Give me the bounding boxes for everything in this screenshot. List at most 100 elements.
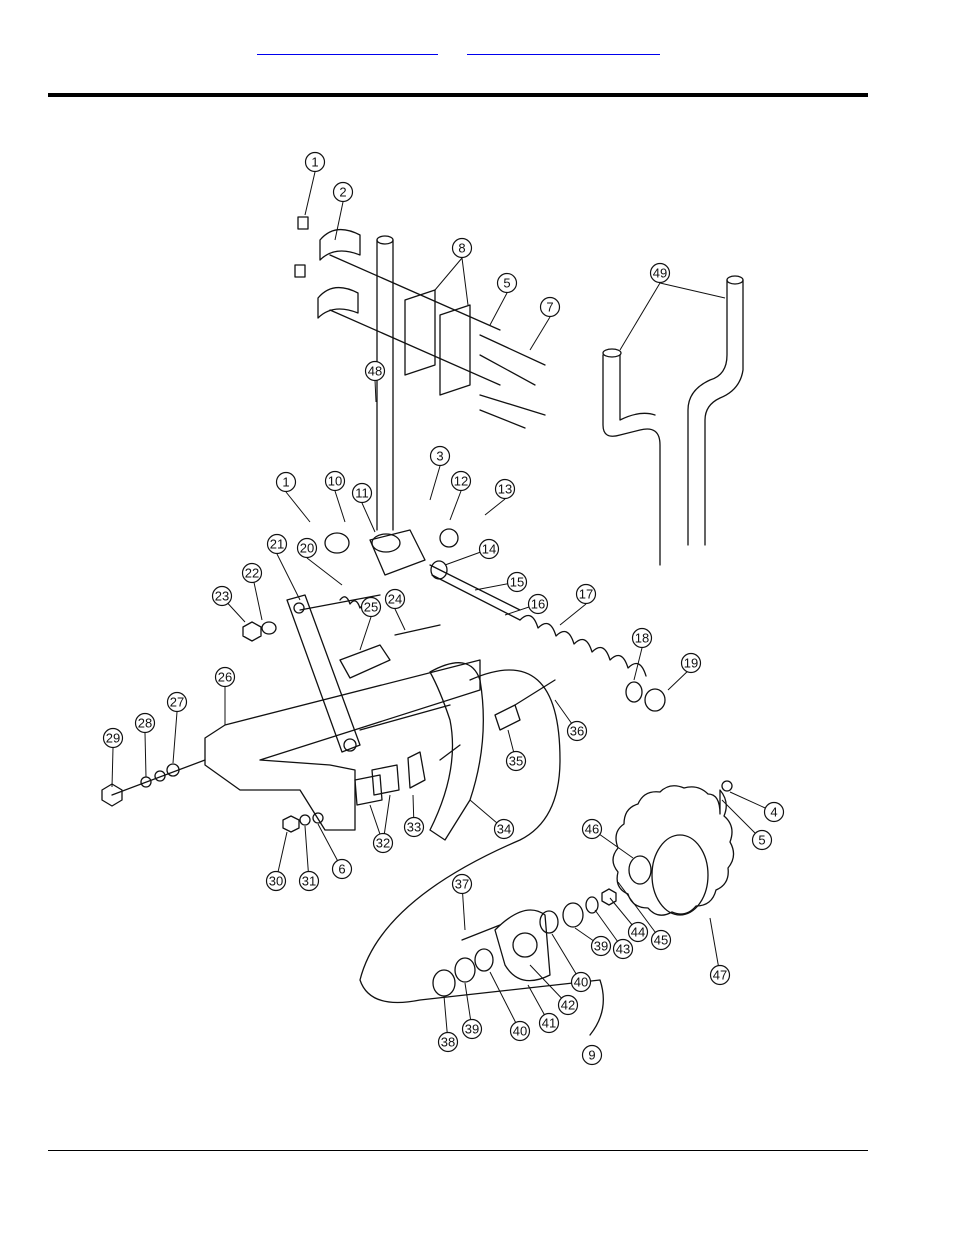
callout-circle [581,818,603,840]
shank-tube [376,239,394,531]
callout-circle [631,627,653,649]
callout-37: 37 [451,873,473,895]
callout-16: 16 [527,593,549,615]
mount-bolts [479,334,546,429]
washer-43 [585,896,599,914]
assembly-outline [359,669,604,1036]
lower-clamp [317,286,359,319]
callout-circle [372,832,394,854]
callout-label: 22 [245,566,259,581]
callout-label: 45 [654,933,668,948]
clip-32 [354,764,400,806]
callout-label: 31 [302,874,316,889]
callout-circle [763,801,785,823]
callout-42: 42 [557,994,579,1016]
callout-circle [451,873,473,895]
callout-7: 7 [539,296,561,318]
table-of-contents-link[interactable] [257,40,438,55]
callout-label: 36 [570,724,584,739]
callout-14: 14 [478,538,500,560]
callout-label: 28 [138,716,152,731]
callout-circle [275,471,297,493]
callout-label: 30 [269,874,283,889]
bushing-22 [261,621,277,635]
callout-label: 1 [311,155,318,170]
depth-plate [339,644,391,679]
callout-label: 32 [376,836,390,851]
callout-circle [403,816,425,838]
callout-circle [539,296,561,318]
callout-circle [680,652,702,674]
seal-38 [432,969,456,997]
callout-30: 30 [265,870,287,892]
callout-circle [527,593,549,615]
callout-circle [265,870,287,892]
callout-39: 39 [590,935,612,957]
callout-label: 19 [684,656,698,671]
pivot-block [369,529,426,576]
callout-29: 29 [102,727,124,749]
callout-circle [505,750,527,772]
callout-circle [241,562,263,584]
callout-34: 34 [493,818,515,840]
callout-31: 31 [298,870,320,892]
callout-label: 44 [631,925,645,940]
header-rule [48,93,868,97]
callout-label: 18 [635,631,649,646]
clip-33 [407,751,426,789]
washer-31 [299,814,311,826]
callout-label: 38 [441,1035,455,1050]
callout-label: 14 [482,542,496,557]
callout-circle [649,262,671,284]
parts-exploded-diagram: 1285749483110111213141516171819212022232… [101,151,785,1066]
callout-label: 8 [458,241,465,256]
scraper-shoe [429,662,484,841]
callout-4: 4 [763,801,785,823]
callout-circle [575,583,597,605]
clamp-bolt-2 [294,264,306,278]
callout-label: 13 [498,482,512,497]
callout-label: 9 [588,1048,595,1063]
clamp-bolt [297,216,309,230]
callout-label: 34 [497,822,511,837]
upper-clamp [319,228,361,261]
callout-circle [509,1020,531,1042]
part-index-link[interactable] [467,40,660,55]
callout-label: 4 [770,805,777,820]
callout-circle [590,935,612,957]
race-40-right [539,910,559,934]
callout-label: 11 [355,486,369,501]
spring-cap [644,688,666,712]
callout-44: 44 [627,921,649,943]
callout-label: 39 [465,1022,479,1037]
callout-46: 46 [581,818,603,840]
callout-circle [461,1018,483,1040]
callout-circle [450,470,472,492]
callout-3: 3 [429,445,451,467]
seal-46 [628,855,652,885]
callout-label: 17 [579,587,593,602]
callout-circle [478,538,500,560]
callout-circle [612,938,634,960]
callout-label: 40 [574,975,588,990]
callout-circle [266,533,288,555]
callout-48: 48 [364,360,386,382]
callout-label: 20 [300,541,314,556]
callout-label: 43 [616,942,630,957]
callout-label: 23 [215,589,229,604]
callout-circle [211,585,233,607]
callout-41: 41 [538,1012,560,1034]
callout-25: 25 [360,596,382,618]
callout-17: 17 [575,583,597,605]
bushing-35 [494,704,521,731]
callout-label: 40 [513,1024,527,1039]
callout-circle [493,818,515,840]
callout-label: 27 [170,695,184,710]
callout-19: 19 [680,652,702,674]
callout-circle [627,921,649,943]
callout-circle [451,237,473,259]
callout-6: 6 [331,858,353,880]
callout-label: 41 [542,1016,556,1031]
callout-label: 10 [328,474,342,489]
